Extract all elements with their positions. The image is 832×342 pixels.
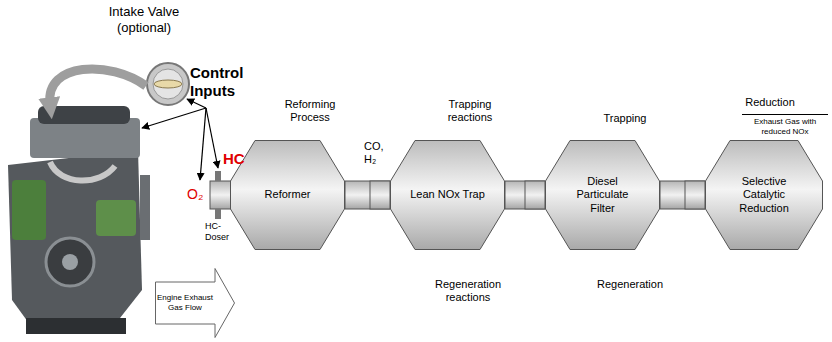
pipe-connector [660,181,705,209]
unit-name: Diesel Particulate Filter [567,175,639,215]
inlet-pipe [210,171,231,219]
flow-arrow: Engine Exhaust Gas Flow [155,268,235,338]
unit-outline-shape [156,269,235,338]
unit-outline-shape [231,141,345,250]
pipe-connector [345,181,390,209]
unit-outline-shape [391,141,505,250]
control-arrows [142,99,218,180]
pipe-connector [505,181,545,209]
outlet-note: Exhaust Gas with reduced NOx [742,114,828,136]
process-label: Trapping [580,112,670,125]
engine-picture [8,106,150,334]
air-flow-arrow [50,69,146,104]
scr-unit: Selective Catalytic Reduction [705,140,823,250]
unit-name: Selective Catalytic Reduction [727,175,801,215]
process-label: Trapping reactions [425,98,515,124]
lean-nox-trap-unit: Lean NOx Trap [390,140,505,250]
valve-label: Intake Valve (optional) [88,4,200,35]
process-label: Regeneration reactions [420,278,516,304]
signal-name: HC [223,150,253,168]
doser-label: HC-Doser [205,221,241,243]
gas-label: CO, H₂ [364,140,392,166]
unit-name: Lean NOx Trap [402,188,494,201]
signal-name: O₂ [187,186,209,203]
unit-outline-shape [706,141,823,250]
process-label: Reduction [722,96,818,109]
unit-outline-shape [546,141,660,250]
intake-valve-picture [147,63,189,105]
control-label: Control Inputs [190,64,270,100]
reformer-unit: Reformer [230,140,345,250]
process-label: Regeneration [578,278,682,291]
unit-name: Reformer [248,188,328,201]
particulate-filter-unit: Diesel Particulate Filter [545,140,660,250]
process-label: Reforming Process [268,98,352,124]
unit-name: Engine Exhaust Gas Flow [156,293,214,312]
